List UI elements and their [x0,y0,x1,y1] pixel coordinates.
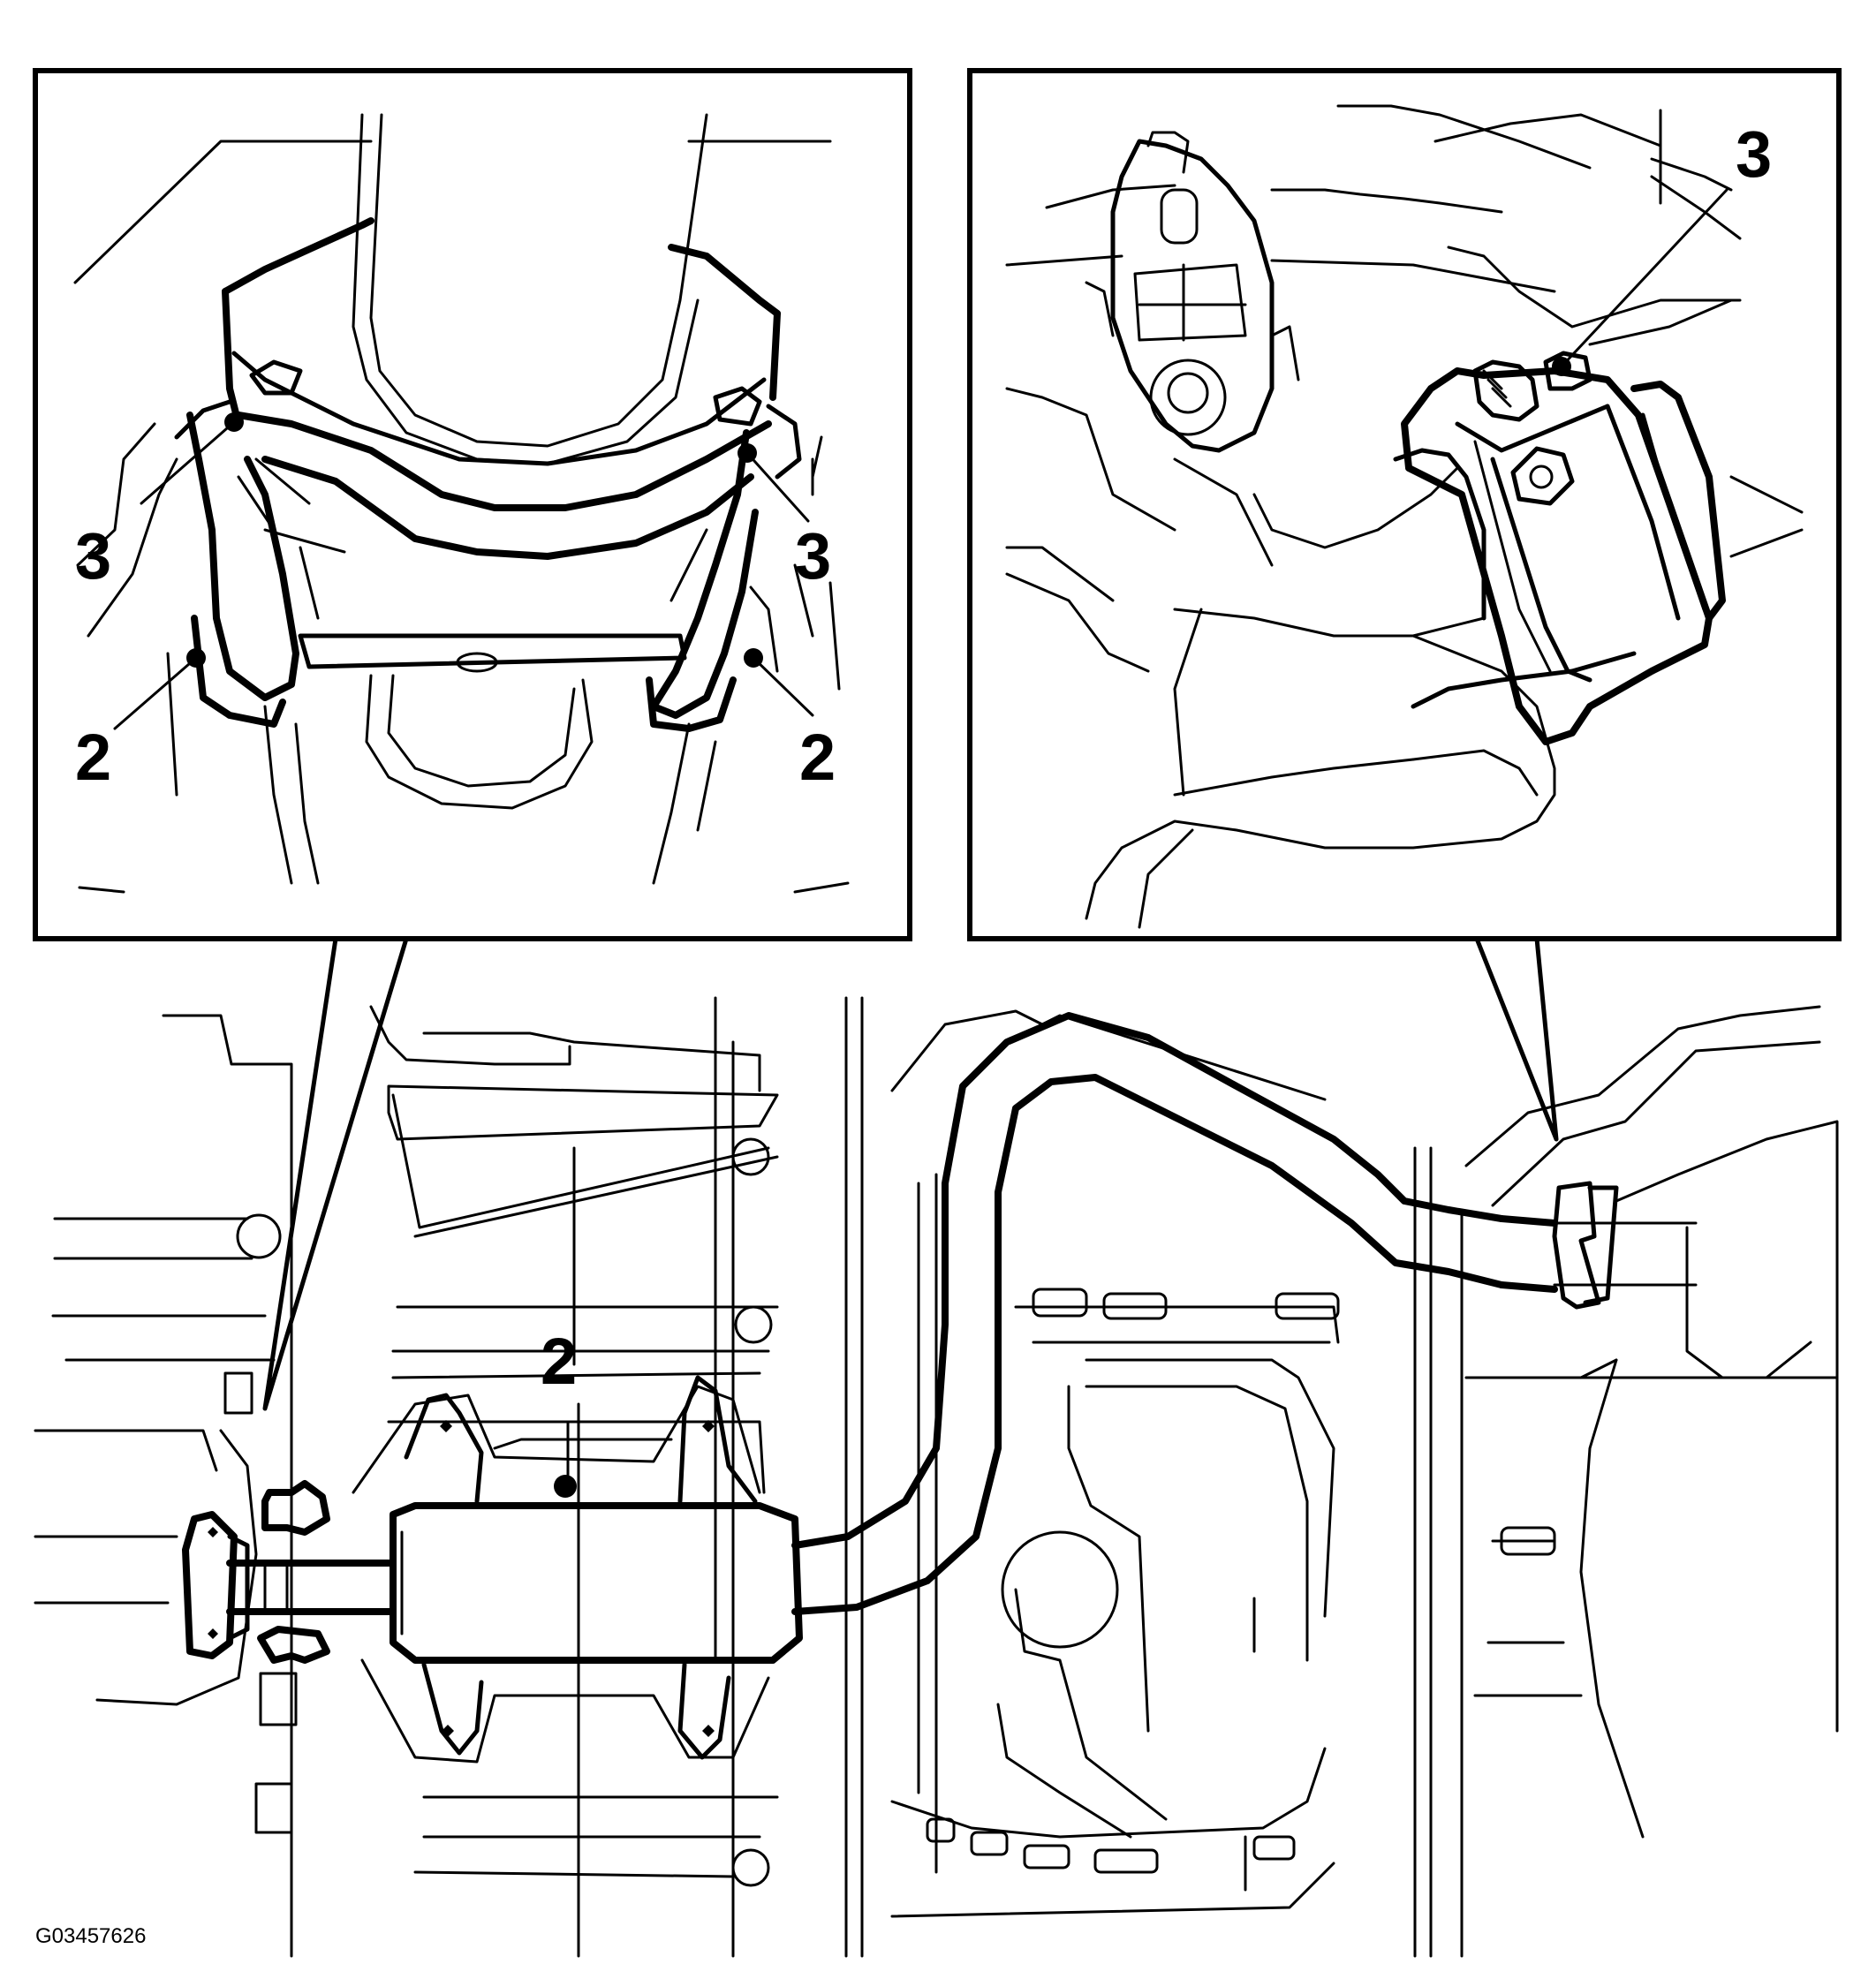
callout-3-left: 3 [75,519,111,593]
main-underbody-view [34,996,1839,1958]
callout-2-left: 2 [75,721,111,794]
callout-3-right: 3 [795,519,831,593]
left-inset-hanger-detail: 3 3 2 2 [33,68,912,941]
right-inset-clamp-detail: 3 [967,68,1842,941]
callout-2-right: 2 [799,721,836,794]
inset-pointer-lines [262,936,1559,1411]
figure-id-label: G03457626 [35,1924,146,1948]
callout-3-clamp: 3 [1736,117,1772,191]
callout-2-main: 2 [541,1325,577,1398]
